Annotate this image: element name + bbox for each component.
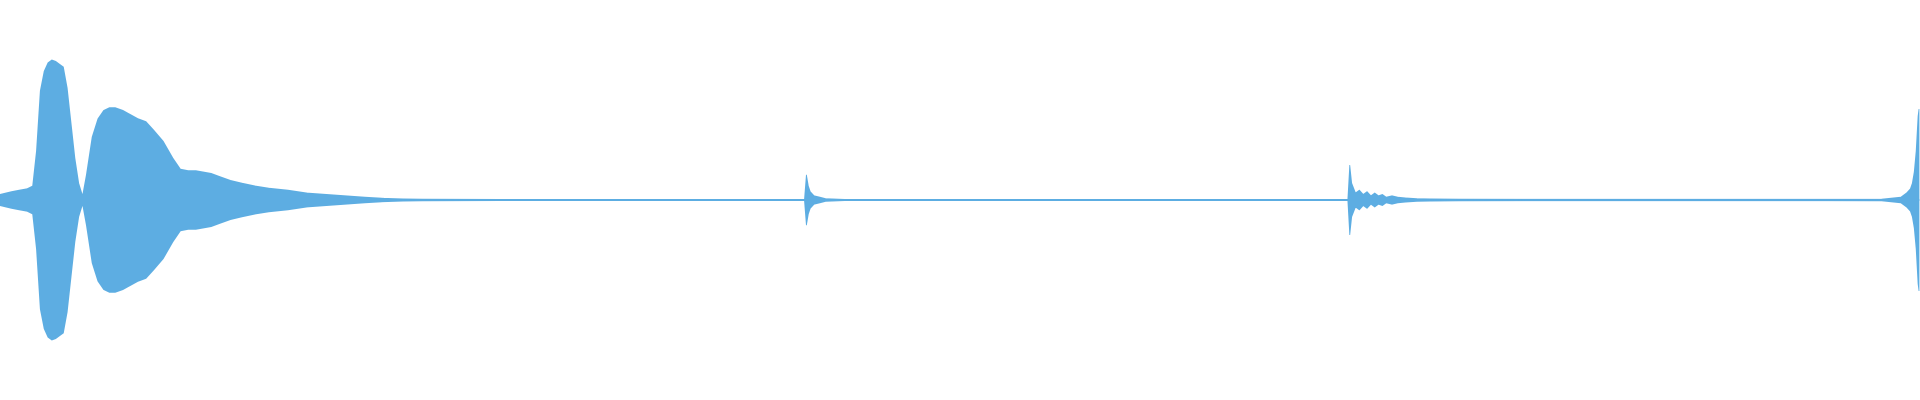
waveform-view[interactable] (0, 0, 1920, 400)
audio-waveform[interactable] (0, 0, 1920, 400)
